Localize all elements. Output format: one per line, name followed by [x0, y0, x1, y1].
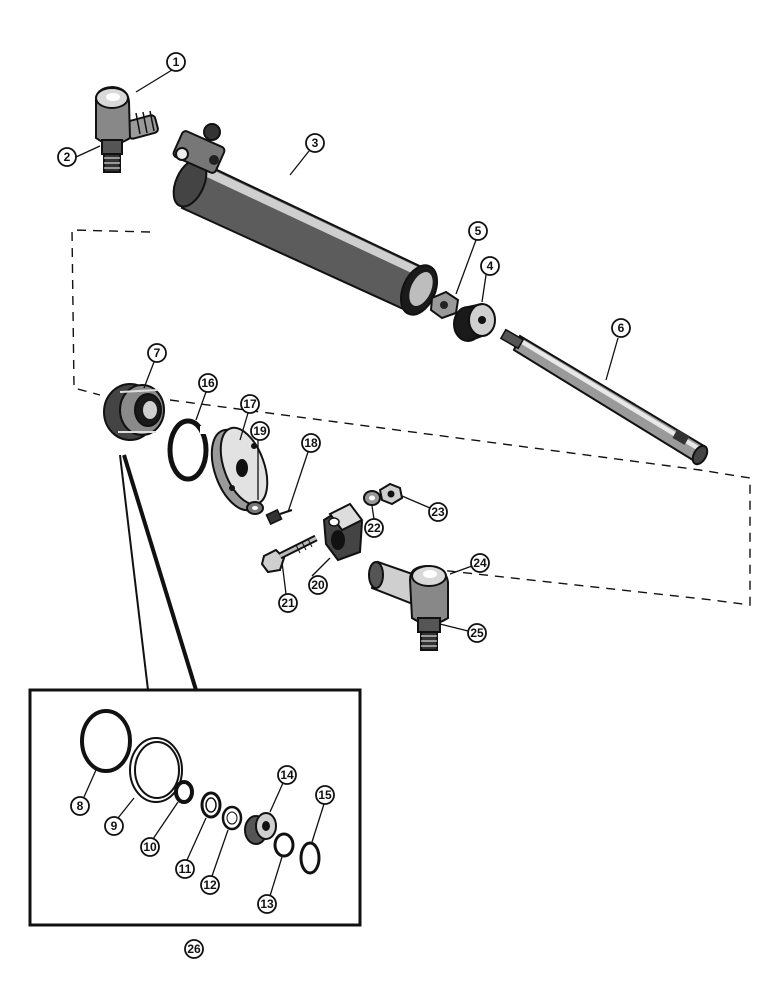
assembly-boundary — [71, 229, 751, 606]
nut-icon — [378, 482, 404, 506]
plate-icon — [210, 426, 269, 512]
callout-24: 24 — [470, 553, 490, 573]
callout-13: 13 — [257, 894, 277, 914]
seal-ring-9 — [129, 737, 183, 803]
ball-joint-icon — [368, 560, 449, 651]
nut-icon — [429, 290, 460, 320]
callout-17: 17 — [240, 394, 260, 414]
callout-2-label: 2 — [64, 150, 71, 164]
callout-15: 15 — [315, 785, 335, 805]
callout-24-label: 24 — [473, 556, 487, 570]
callout-7: 7 — [147, 343, 167, 363]
callout-4-label: 4 — [487, 259, 494, 273]
callout-12-label: 12 — [203, 878, 217, 892]
gland-icon — [103, 383, 165, 441]
bushing-14 — [244, 812, 277, 845]
callout-14-label: 14 — [280, 768, 294, 782]
leader-lines — [75, 69, 619, 897]
callout-7-label: 7 — [154, 346, 161, 360]
callout-10-label: 10 — [143, 840, 157, 854]
callout-3: 3 — [305, 133, 325, 153]
callout-12: 12 — [200, 875, 220, 895]
washer-icon — [246, 501, 264, 515]
bolt-icon — [260, 534, 318, 574]
callout-26-label: 26 — [187, 942, 201, 956]
callout-26: 26 — [184, 939, 204, 959]
ball-joint-icon — [94, 85, 159, 173]
callout-10: 10 — [140, 837, 160, 857]
snap-ring-icon — [167, 418, 209, 482]
callout-1: 1 — [166, 52, 186, 72]
callout-19: 19 — [250, 421, 270, 441]
callout-22: 22 — [364, 518, 384, 538]
seal-ring-13 — [273, 832, 295, 858]
callout-19-label: 19 — [253, 424, 267, 438]
callout-8: 8 — [70, 796, 90, 816]
callout-25-label: 25 — [470, 626, 484, 640]
callout-17-label: 17 — [243, 397, 257, 411]
callout-5-label: 5 — [475, 224, 482, 238]
callout-23-label: 23 — [431, 505, 445, 519]
callout-21: 21 — [278, 593, 298, 613]
snap-ring-15 — [299, 841, 321, 875]
callout-18-label: 18 — [304, 436, 318, 450]
callout-5: 5 — [468, 221, 488, 241]
seal-ring-10 — [174, 780, 194, 804]
callout-15-label: 15 — [318, 788, 332, 802]
seal-ring-12 — [221, 805, 243, 831]
callout-9: 9 — [104, 816, 124, 836]
seal-ring-8 — [80, 709, 132, 773]
clamp-icon — [322, 502, 364, 562]
callout-23: 23 — [428, 502, 448, 522]
callout-11: 11 — [175, 859, 195, 879]
screw-icon — [265, 508, 293, 526]
piston-rod-icon — [499, 328, 709, 466]
callout-16-label: 16 — [201, 376, 215, 390]
callout-6-label: 6 — [618, 321, 625, 335]
callout-4: 4 — [480, 256, 500, 276]
callout-2: 2 — [57, 147, 77, 167]
lock-washer-icon — [363, 490, 381, 506]
piston-icon — [453, 303, 496, 342]
callout-22-label: 22 — [367, 521, 381, 535]
seal-ring-11 — [200, 791, 222, 819]
callout-14: 14 — [277, 765, 297, 785]
callout-20-label: 20 — [311, 578, 325, 592]
callout-18: 18 — [301, 433, 321, 453]
callout-16: 16 — [198, 373, 218, 393]
callout-9-label: 9 — [111, 819, 118, 833]
callout-8-label: 8 — [77, 799, 84, 813]
callout-21-label: 21 — [281, 596, 295, 610]
callout-13-label: 13 — [260, 897, 274, 911]
callout-1-label: 1 — [173, 55, 180, 69]
callout-3-label: 3 — [312, 136, 319, 150]
callout-11-label: 11 — [179, 862, 192, 876]
cylinder-barrel-icon — [172, 123, 439, 316]
callout-25: 25 — [467, 623, 487, 643]
callout-20: 20 — [308, 575, 328, 595]
callout-6: 6 — [611, 318, 631, 338]
